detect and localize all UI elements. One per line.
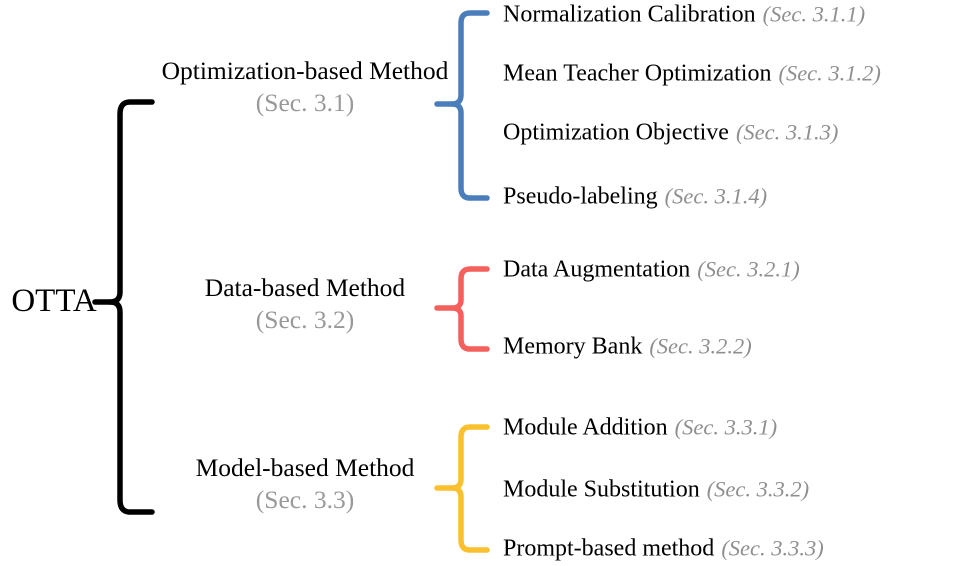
leaf-section-ref: (Sec. 3.1.4) (664, 183, 768, 209)
leaf-section-ref: (Sec. 3.3.2) (706, 476, 810, 502)
category-node-data: Data-based Method (Sec. 3.2) (155, 272, 455, 335)
leaf-section-ref: (Sec. 3.2.2) (649, 333, 752, 359)
leaf-label: Module Addition (503, 414, 668, 441)
leaf-node-pseudo-labeling: Pseudo-labeling(Sec. 3.1.4) (503, 184, 767, 211)
leaf-label: Memory Bank (503, 333, 643, 360)
leaf-node-mean-teacher-optimization: Mean Teacher Optimization(Sec. 3.1.2) (503, 61, 881, 88)
category-section-ref: (Sec. 3.1) (255, 87, 355, 117)
leaf-section-ref: (Sec. 3.1.1) (762, 1, 866, 27)
category-label: Data-based Method (204, 273, 406, 302)
category-node-model: Model-based Method (Sec. 3.3) (155, 452, 455, 515)
category-section-ref: (Sec. 3.2) (255, 304, 355, 334)
leaf-label: Data Augmentation (503, 256, 691, 283)
leaf-section-ref: (Sec. 3.3.3) (721, 535, 824, 561)
leaf-node-module-substitution: Module Substitution(Sec. 3.3.2) (503, 477, 809, 504)
leaf-label: Normalization Calibration (503, 1, 756, 28)
root-node-label: OTTA (11, 283, 97, 319)
leaf-node-optimization-objective: Optimization Objective(Sec. 3.1.3) (503, 120, 838, 147)
category-label: Model-based Method (195, 453, 415, 482)
brace-model (449, 424, 490, 553)
category-label: Optimization-based Method (161, 56, 449, 85)
leaf-section-ref: (Sec. 3.1.3) (735, 119, 839, 145)
category-section-ref: (Sec. 3.3) (255, 484, 355, 514)
leaf-node-data-augmentation: Data Augmentation(Sec. 3.2.1) (503, 257, 800, 284)
leaf-node-module-addition: Module Addition(Sec. 3.3.1) (503, 415, 777, 442)
leaf-label: Pseudo-labeling (503, 183, 658, 210)
leaf-label: Mean Teacher Optimization (503, 60, 772, 87)
brace-data (449, 266, 490, 352)
leaf-section-ref: (Sec. 3.2.1) (697, 256, 800, 282)
leaf-label: Prompt-based method (503, 535, 715, 562)
leaf-section-ref: (Sec. 3.1.2) (778, 60, 881, 86)
leaf-label: Optimization Objective (503, 119, 729, 146)
leaf-label: Module Substitution (503, 476, 700, 503)
leaf-section-ref: (Sec. 3.3.1) (674, 414, 778, 440)
leaf-node-normalization-calibration: Normalization Calibration(Sec. 3.1.1) (503, 2, 865, 29)
leaf-node-prompt-based-method: Prompt-based method(Sec. 3.3.3) (503, 536, 824, 563)
category-node-optimization: Optimization-based Method (Sec. 3.1) (155, 55, 455, 118)
brace-optimization (449, 10, 490, 201)
root-brace (107, 99, 155, 515)
leaf-node-memory-bank: Memory Bank(Sec. 3.2.2) (503, 334, 752, 361)
